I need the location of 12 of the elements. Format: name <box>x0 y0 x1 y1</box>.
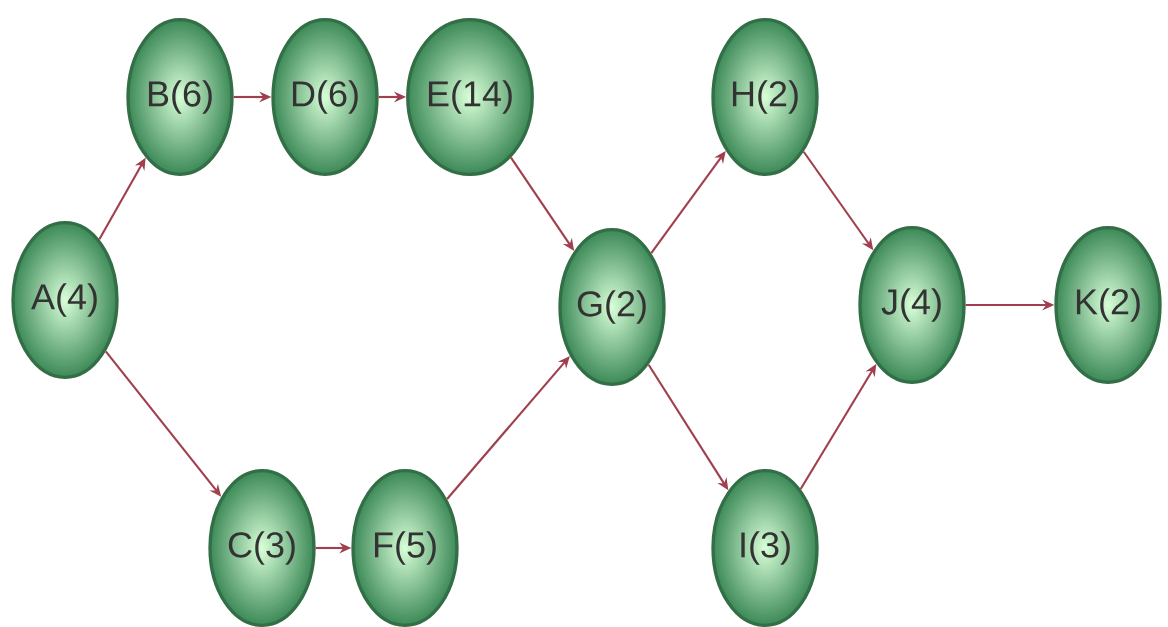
activity-node: F(5) <box>351 469 459 627</box>
activity-node: E(14) <box>406 18 534 176</box>
activity-node: K(2) <box>1054 226 1162 384</box>
activity-node: D(6) <box>271 18 379 176</box>
activity-node: G(2) <box>558 228 666 386</box>
activity-node: I(3) <box>711 469 819 627</box>
arrow <box>446 356 570 500</box>
activity-node: C(3) <box>208 469 316 627</box>
activity-node: B(6) <box>126 18 234 176</box>
activity-node: A(4) <box>11 221 119 379</box>
activity-node: J(4) <box>858 226 966 384</box>
activity-node: H(2) <box>711 18 819 176</box>
